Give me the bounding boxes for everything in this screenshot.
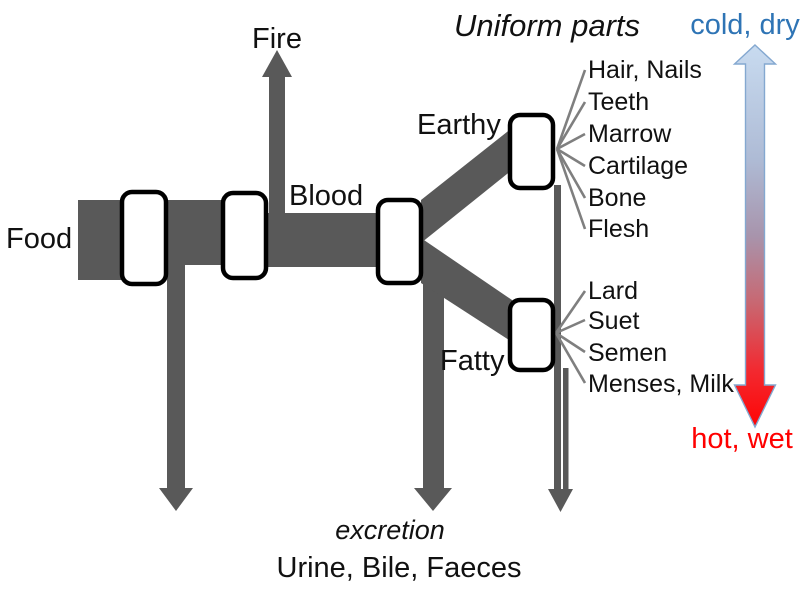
fatty-node: [507, 297, 556, 373]
uniform-parts-title: Uniform parts: [453, 8, 641, 43]
fire-arrowhead-icon: [262, 50, 292, 77]
earthy-product-label: Hair, Nails: [588, 56, 702, 84]
fan-line-semen: [555, 331, 586, 354]
fan-line-lard: [554, 290, 587, 334]
fan-line-cartilage: [556, 147, 586, 168]
cold-dry-label: cold, dry: [690, 9, 800, 41]
excretion-branch-left-shaft: [167, 263, 185, 489]
fatty-label: Fatty: [440, 345, 505, 377]
concoction-node-1: [119, 189, 169, 287]
fatty-residue-line: [563, 368, 569, 489]
excretion-branch-middle-arrowhead-icon: [414, 488, 452, 511]
excretion-products-label: Urine, Bile, Faeces: [276, 552, 522, 584]
earthy-label: Earthy: [417, 109, 501, 141]
fan-line-hair-nails: [555, 69, 587, 150]
fan-line-flesh: [555, 148, 587, 230]
fire-arrow-shaft: [269, 76, 285, 216]
earthy-product-label: Flesh: [588, 215, 650, 243]
fan-line-bone: [555, 148, 587, 199]
hot-wet-label: hot, wet: [691, 423, 793, 455]
fan-line-marrow: [556, 132, 586, 151]
residue-arrowhead-icon: [548, 489, 573, 512]
fatty-diagonal-flow: [421, 238, 512, 342]
excretion-branch-middle-shaft: [423, 280, 444, 489]
food-label: Food: [6, 223, 73, 255]
earthy-node: [507, 112, 556, 191]
excretion-label: excretion: [335, 515, 445, 545]
fatty-product-label: Suet: [588, 307, 640, 335]
earthy-product-label: Bone: [588, 184, 647, 212]
fatty-product-label: Menses, Milk: [588, 370, 734, 398]
fatty-product-label: Lard: [588, 277, 639, 305]
fan-line-menses-milk: [554, 332, 587, 384]
fatty-fan-lines: [554, 290, 587, 384]
earthy-product-label: Teeth: [588, 88, 650, 116]
concoction-node-2: [220, 190, 269, 281]
temperature-gradient-arrow-icon: [732, 44, 778, 429]
earthy-fan-lines: [555, 69, 587, 230]
fatty-product-label: Semen: [588, 339, 668, 367]
earthy-diagonal-flow: [421, 128, 512, 243]
fan-line-teeth: [555, 101, 587, 150]
blood-flow-segment: [244, 213, 400, 267]
fan-line-suet: [555, 318, 586, 335]
blood-label: Blood: [289, 180, 364, 212]
earthy-product-label: Cartilage: [588, 152, 689, 180]
fire-label: Fire: [252, 23, 302, 55]
earthy-product-label: Marrow: [588, 120, 672, 148]
excretion-branch-left-arrowhead-icon: [159, 488, 193, 511]
concoction-node-3: [375, 197, 424, 286]
